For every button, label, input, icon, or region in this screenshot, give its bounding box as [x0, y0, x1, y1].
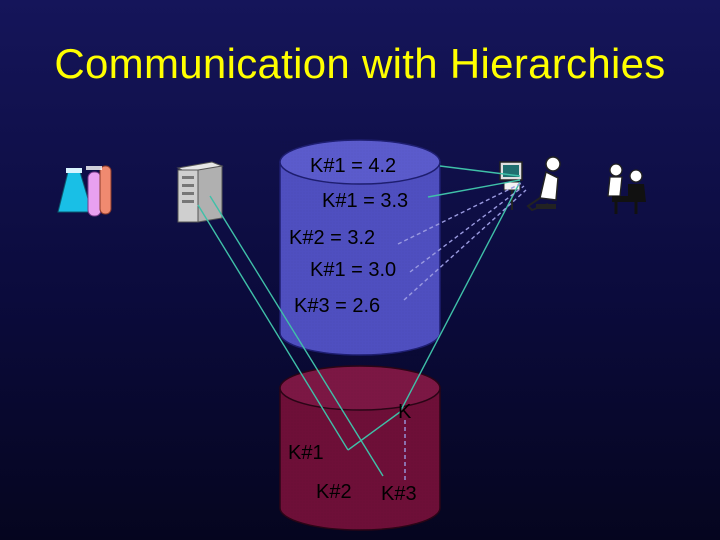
dashed-connector-line: [403, 189, 527, 301]
bottom-label-k3: K#3: [381, 483, 417, 505]
bottom-label-k: K: [398, 401, 412, 423]
bottom-label-k2: K#2: [316, 481, 352, 503]
connector-line: [209, 195, 384, 477]
connector-line: [439, 165, 521, 177]
connector-line: [347, 411, 401, 451]
server-computer-icon: [176, 161, 224, 223]
connector-line: [197, 204, 349, 451]
bottom-label-k1: K#1: [288, 442, 324, 464]
person-at-computer-icon: [499, 156, 561, 212]
slide-title: Communication with Hierarchies: [54, 40, 666, 87]
top-label-3: K#2 = 3.2: [289, 227, 375, 249]
dashed-connector-lines: [397, 182, 527, 480]
top-cylinder: [279, 139, 441, 356]
dashed-connector-line: [397, 182, 523, 245]
top-label-5: K#3 = 2.6: [294, 295, 380, 317]
connector-lines: [197, 165, 521, 477]
people-meeting-icon: [607, 163, 646, 214]
bottom-cylinder: [279, 365, 441, 532]
top-label-1: K#1 = 4.2: [310, 155, 396, 177]
top-label-4: K#1 = 3.0: [310, 259, 396, 281]
connector-line: [427, 179, 521, 198]
dashed-connector-line: [409, 185, 525, 273]
top-label-2: K#1 = 3.3: [322, 190, 408, 212]
lab-flasks-icon: [57, 165, 112, 217]
connector-line: [399, 181, 521, 413]
